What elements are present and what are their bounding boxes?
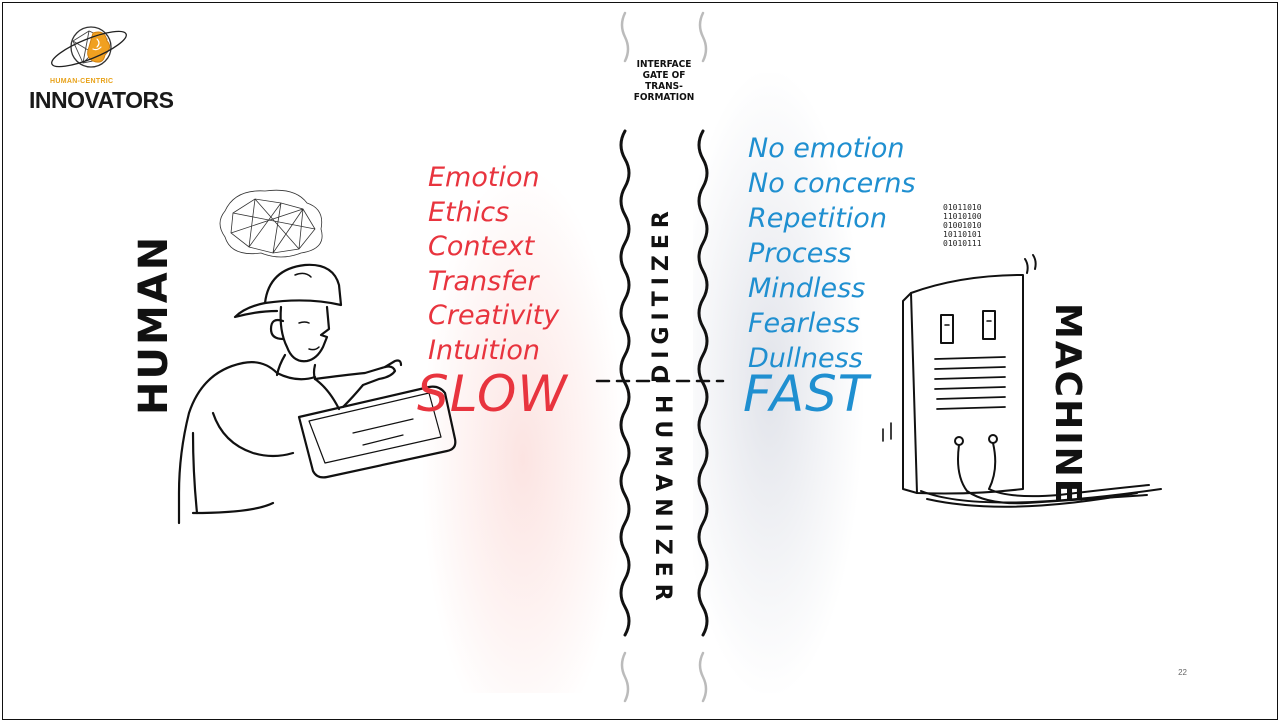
binary-line: 01001010 [943,221,982,230]
gate-title-line: INTERFACE [636,59,692,70]
binary-line: 01011010 [943,203,982,212]
brain-mesh-icon [219,189,323,258]
human-trait: Intuition [428,334,540,366]
logo-tagline: HUMAN-CENTRIC [50,78,114,85]
human-trait: Context [428,231,535,262]
digitizer-label: DIGITIZER [649,205,674,383]
machine-cabinet-illustration [882,254,1162,508]
machine-trait: Dullness [748,343,863,374]
page-number: 22 [1178,668,1187,677]
human-trait: Emotion [428,162,540,193]
machine-trait: No concerns [748,168,916,199]
human-trait: Ethics [428,196,510,228]
machine-traits-list: No emotion No concerns Repetition Proces… [748,131,916,376]
gate-title-line: FORMATION [633,92,695,103]
person-with-tablet-illustration [177,263,457,525]
machine-trait: Repetition [748,203,887,234]
binary-code: 01011010 11010100 01001010 10110101 0101… [943,203,982,248]
machine-trait: Process [748,238,852,269]
machine-trait: Mindless [748,273,866,304]
machine-trait: Fearless [748,308,861,339]
human-side-glow [423,173,623,693]
binary-line: 11010100 [943,212,982,221]
gate-title-line: GATE OF [642,70,686,81]
human-trait: Transfer [428,265,539,297]
gate-title: INTERFACE GATE OF TRANS- FORMATION [629,59,699,103]
machine-speed: FAST [743,365,870,423]
binary-line: 10110101 [943,230,982,239]
globe-brain-logo-icon [51,26,127,68]
machine-label: MACHINE [1047,303,1088,506]
gate-title-line: TRANS- [645,81,683,92]
gate-divider-lines [595,11,725,703]
machine-side-glow [693,73,863,693]
human-traits-list: Emotion Ethics Context Transfer Creativi… [428,161,559,368]
logo-name: INNOVATORS [29,87,174,113]
human-speed: SLOW [417,365,568,423]
human-label: HUMAN [131,234,177,415]
human-trait: Creativity [428,300,560,331]
illustration-layer [51,11,1162,703]
binary-line: 01010111 [943,239,982,248]
humanizer-label: HUMANIZER [650,395,675,608]
machine-trait: No emotion [748,133,905,164]
